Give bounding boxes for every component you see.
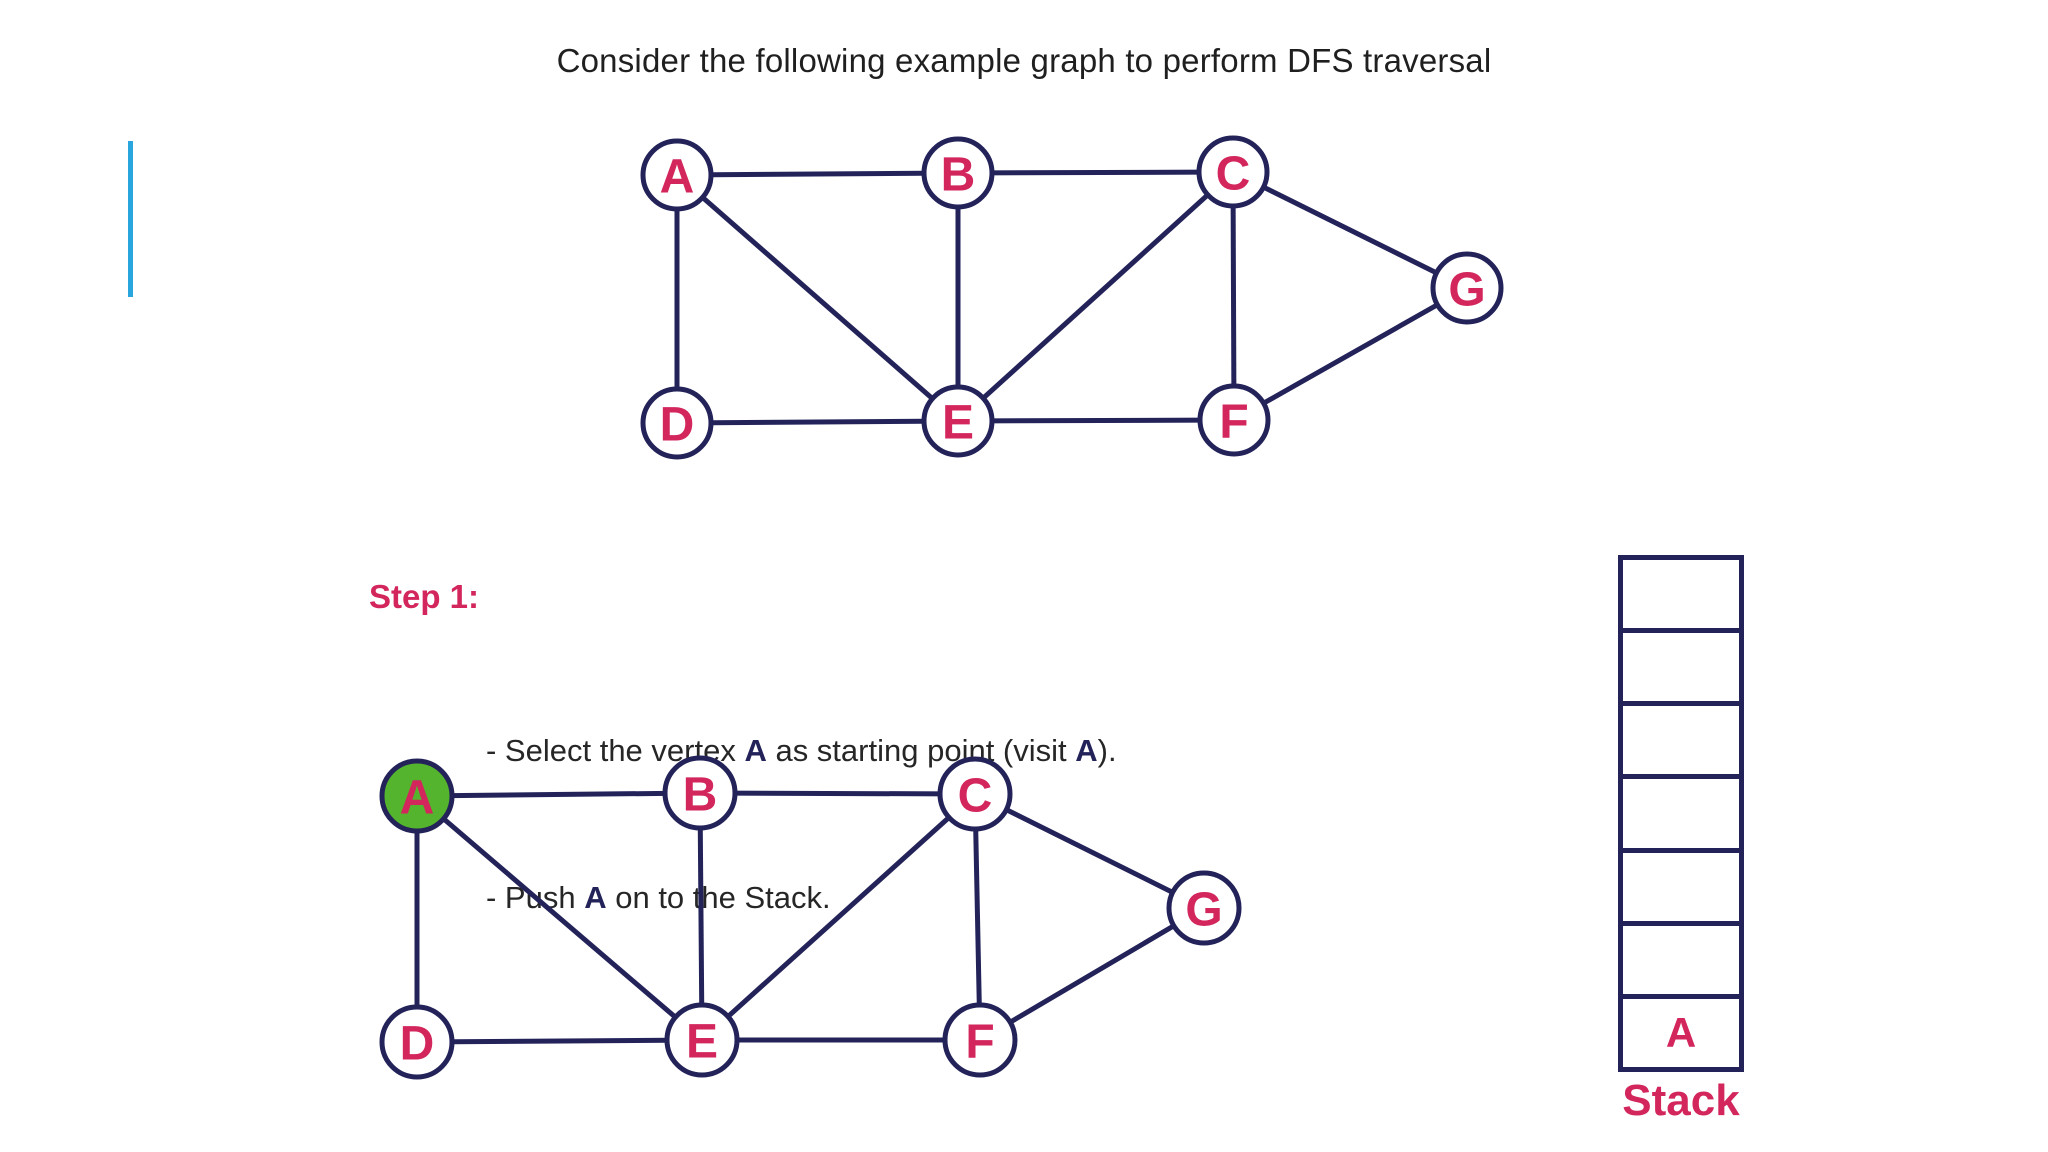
edge-A-B: [416, 790, 701, 799]
node-F: [1197, 383, 1271, 457]
text-segment: - Push: [486, 880, 584, 915]
text-segment: as starting point (visit: [766, 733, 1076, 768]
stack-label: Stack: [1622, 1076, 1740, 1125]
node-D: [640, 386, 714, 460]
node-F: [942, 1002, 1018, 1078]
step1-graph: A B C G D E F: [379, 755, 1242, 1080]
stack-cell-6: [1623, 926, 1739, 999]
node-label-G: G: [1185, 883, 1222, 936]
edge-F-G: [978, 905, 1206, 1043]
node-label-E: E: [686, 1015, 718, 1068]
text-segment: - Select the vertex: [486, 733, 745, 768]
node-label-C: C: [1216, 147, 1251, 200]
node-B: [921, 136, 995, 210]
node-C: [1196, 135, 1270, 209]
node-label-C: C: [958, 769, 993, 822]
edge-D-E: [676, 418, 959, 426]
stack-cells: A: [1618, 555, 1744, 1072]
node-G: [1430, 251, 1504, 325]
text-segment: ).: [1097, 733, 1117, 768]
edge-C-E: [956, 170, 1235, 423]
node-E: [664, 1002, 740, 1078]
vertex-ref: A: [744, 733, 767, 768]
edge-A-B: [676, 170, 959, 178]
left-accent-bar: [128, 141, 133, 297]
slide-title: Consider the following example graph to …: [556, 42, 1492, 79]
node-label-B: B: [683, 768, 718, 821]
edge-E-F: [957, 417, 1235, 424]
step-bullets: - Select the vertex A as starting point …: [486, 628, 1117, 1020]
node-C: [937, 756, 1013, 832]
vertex-ref: A: [1075, 733, 1098, 768]
stack-cell-7: A: [1623, 999, 1739, 1067]
stack-item-A: A: [1665, 1008, 1697, 1056]
node-label-F: F: [965, 1015, 994, 1068]
node-E: [921, 384, 995, 458]
node-label-A: A: [660, 150, 695, 203]
node-label-D: D: [660, 398, 695, 451]
node-label-G: G: [1448, 263, 1485, 316]
node-label-B: B: [941, 148, 976, 201]
edge-B-C: [699, 790, 976, 797]
edge-C-F: [1230, 171, 1237, 421]
node-G: [1166, 870, 1242, 946]
node-D: [379, 1004, 455, 1080]
node-A-visited: [379, 758, 455, 834]
edge-C-E: [700, 792, 977, 1042]
edge-B-C: [957, 169, 1234, 176]
step-label: Step 1:: [369, 578, 480, 615]
edge-D-E: [416, 1037, 703, 1045]
example-graph: A B C G D E F: [640, 135, 1504, 460]
node-label-F: F: [1219, 395, 1248, 448]
step-bullet-1: - Select the vertex A as starting point …: [486, 726, 1117, 775]
stack-cell-5: [1623, 853, 1739, 926]
vertex-ref: A: [584, 880, 607, 915]
node-label-E: E: [942, 396, 974, 449]
edge-F-G: [1232, 285, 1469, 423]
edge-C-G: [973, 791, 1206, 911]
node-label-A: A: [400, 771, 435, 824]
stack-cell-2: [1623, 633, 1739, 707]
node-label-D: D: [400, 1017, 435, 1070]
stack-cell-1: [1623, 560, 1739, 634]
node-A: [640, 138, 714, 212]
edge-C-G: [1231, 169, 1469, 291]
edge-A-E: [675, 173, 960, 423]
stack-cell-3: [1623, 706, 1739, 780]
stack-cell-4: [1623, 779, 1739, 853]
edge-B-E: [697, 792, 705, 1041]
edge-C-F: [972, 793, 983, 1041]
node-B: [662, 755, 738, 831]
edge-A-E: [415, 794, 704, 1042]
